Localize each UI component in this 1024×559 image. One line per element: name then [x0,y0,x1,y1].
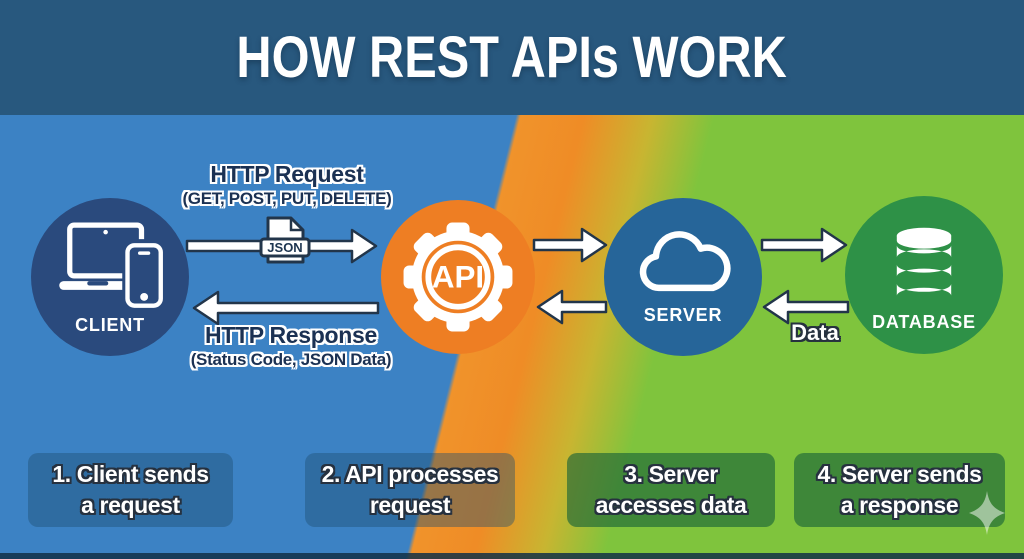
server-to-database-arrow-icon [760,227,848,263]
cloud-icon [639,231,731,292]
step-4-line-1: 4. Server sends [817,461,982,487]
title-bar: HOW REST APIs WORK [0,0,1024,115]
database-icon [896,227,952,296]
client-label: CLIENT [75,315,145,335]
flow-arrows-layer: JSON [185,216,850,326]
step-1-line-1: 1. Client sends [52,461,209,487]
sparkle-watermark-icon [969,491,1005,535]
http-response-title: HTTP Response [204,322,378,348]
step-4-server-sends-response: 4. Server sends a response [794,453,1005,527]
api-label: API [432,260,484,295]
server-label: SERVER [643,305,723,325]
bottom-edge-strip [0,553,1024,559]
http-response-detail: (Status Code, JSON Data) [190,350,392,370]
api-node: API [381,200,535,354]
database-node: DATABASE [845,196,1003,354]
http-response-label: HTTP Response (Status Code, JSON Data) [131,322,451,370]
http-request-label: HTTP Request (GET, POST, PUT, DELETE) [127,161,447,209]
database-to-server-arrow-icon [762,289,850,325]
step-1-line-2: a request [81,492,180,518]
data-label: Data [791,320,839,345]
client-devices-icon [59,222,166,311]
step-3-line-1: 3. Server [624,461,718,487]
api-to-server-arrow-icon [532,227,608,263]
gear-icon: API [403,222,513,332]
step-2-api-processes-request: 2. API processes request [305,453,515,527]
diagram-area: JSON CLIENT [0,115,1024,559]
step-4-line-2: a response [840,492,959,518]
step-2-line-1: 2. API processes [321,461,499,487]
response-arrow-icon [192,290,380,326]
step-3-line-2: accesses data [595,492,747,518]
json-badge-label: JSON [267,240,302,255]
http-request-methods: (GET, POST, PUT, DELETE) [182,189,392,209]
json-file-icon: JSON [259,216,311,264]
step-1-client-sends-request: 1. Client sends a request [28,453,233,527]
step-3-server-accesses-data: 3. Server accesses data [567,453,775,527]
http-request-title: HTTP Request [210,161,364,187]
page-title: HOW REST APIs WORK [236,25,788,90]
step-2-line-2: request [369,492,451,518]
server-to-api-arrow-icon [536,289,608,325]
database-label: DATABASE [872,311,976,332]
server-node: SERVER [604,198,762,356]
client-node: CLIENT [31,198,189,356]
